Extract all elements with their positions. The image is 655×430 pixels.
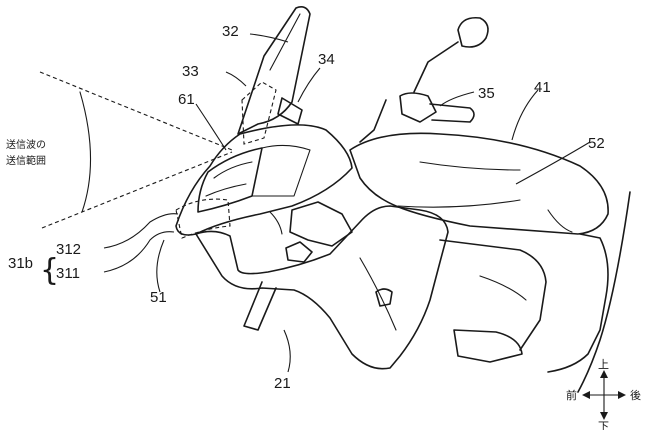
label-312: 312 <box>56 241 81 258</box>
direction-rear: 後 <box>630 388 641 402</box>
arrow-left-icon <box>582 391 590 399</box>
label-35: 35 <box>478 85 495 102</box>
label-51: 51 <box>150 289 167 306</box>
direction-down: 下 <box>598 420 609 430</box>
range-note-line1: 送信波の <box>6 138 46 151</box>
front-light-outline <box>175 198 231 239</box>
cowl-badge <box>285 241 313 263</box>
side-cowl <box>195 201 449 370</box>
front-fork <box>243 281 277 331</box>
direction-indicator: 上 下 前 後 <box>566 358 641 430</box>
direction-up: 上 <box>598 358 609 371</box>
rear-body <box>375 191 631 393</box>
front-fairing <box>175 124 353 236</box>
group-brace: { <box>40 253 59 288</box>
range-arc <box>79 91 92 213</box>
label-33: 33 <box>182 63 199 80</box>
label-21: 21 <box>274 375 291 392</box>
arrow-up-icon <box>600 370 608 378</box>
handlebar-mirror <box>359 16 489 143</box>
range-note-line2: 送信範囲 <box>6 154 46 167</box>
label-34: 34 <box>318 51 335 68</box>
direction-front: 前 <box>566 388 577 402</box>
leader-lines <box>103 33 591 373</box>
arrow-right-icon <box>618 391 626 399</box>
label-31b: 31b <box>8 255 33 272</box>
arrow-down-icon <box>600 412 608 420</box>
label-32: 32 <box>222 23 239 40</box>
bracket <box>277 97 303 125</box>
label-311: 311 <box>56 265 80 282</box>
transmission-range-lines <box>39 71 233 229</box>
label-41: 41 <box>534 79 551 96</box>
windscreen <box>237 6 311 135</box>
label-61: 61 <box>178 91 195 108</box>
sensor-unit-outline <box>241 81 277 145</box>
label-52: 52 <box>588 135 605 152</box>
fuel-tank <box>349 132 609 235</box>
